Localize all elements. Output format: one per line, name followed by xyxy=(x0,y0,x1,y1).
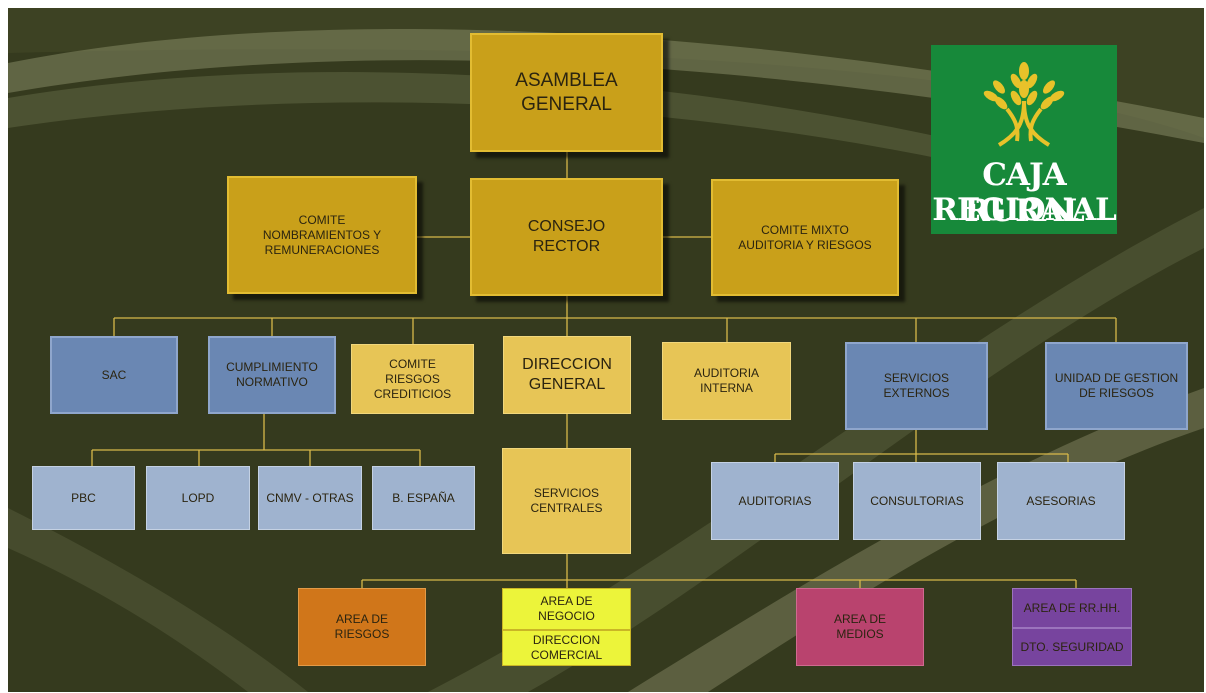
area-medios-box: AREA DE MEDIOS xyxy=(796,588,924,666)
asesorias-box: ASESORIAS xyxy=(997,462,1125,540)
servicios-centrales-box: SERVICIOS CENTRALES xyxy=(502,448,631,554)
area-riesgos-box: AREA DE RIESGOS xyxy=(298,588,426,666)
banco-espana-box: B. ESPAÑA xyxy=(372,466,475,530)
sac-box: SAC xyxy=(50,336,178,414)
consultorias-box: CONSULTORIAS xyxy=(853,462,981,540)
cumplimiento-normativo-box: CUMPLIMIENTO NORMATIVO xyxy=(208,336,336,414)
servicios-externos-box: SERVICIOS EXTERNOS xyxy=(845,342,988,430)
auditoria-interna-box: AUDITORIA INTERNA xyxy=(662,342,791,420)
logo-text-line1: CAJA RURAL xyxy=(964,157,1084,229)
unidad-gestion-riesgos-box: UNIDAD DE GESTION DE RIESGOS xyxy=(1045,342,1188,430)
caja-rural-logo: CAJA RURAL REGIONAL xyxy=(931,45,1117,234)
lopd-box: LOPD xyxy=(146,466,250,530)
logo-text-line2: REGIONAL xyxy=(932,192,1117,228)
direccion-general-box: DIRECCION GENERAL xyxy=(503,336,631,414)
pbc-box: PBC xyxy=(32,466,135,530)
area-rrhh-box: AREA DE RR.HH. xyxy=(1012,588,1132,628)
cnmv-otras-box: CNMV - OTRAS xyxy=(258,466,362,530)
consejo-rector-box: CONSEJO RECTOR xyxy=(470,178,663,296)
comite-mixto-box: COMITE MIXTO AUDITORIA Y RIESGOS xyxy=(711,179,899,296)
direccion-comercial-box: DIRECCION COMERCIAL xyxy=(502,630,631,666)
org-chart-slide: ASAMBLEA GENERAL COMITE NOMBRAMIENTOS Y … xyxy=(8,8,1204,692)
comite-nombramientos-box: COMITE NOMBRAMIENTOS Y REMUNERACIONES xyxy=(227,176,417,294)
wheat-icon xyxy=(983,62,1065,147)
auditorias-box: AUDITORIAS xyxy=(711,462,839,540)
connector-lines xyxy=(91,152,1117,588)
asamblea-general-box: ASAMBLEA GENERAL xyxy=(470,33,663,152)
dto-seguridad-box: DTO. SEGURIDAD xyxy=(1012,628,1132,666)
comite-riesgos-box: COMITE RIESGOS CREDITICIOS xyxy=(351,344,474,414)
area-negocio-box: AREA DE NEGOCIO xyxy=(502,588,631,630)
